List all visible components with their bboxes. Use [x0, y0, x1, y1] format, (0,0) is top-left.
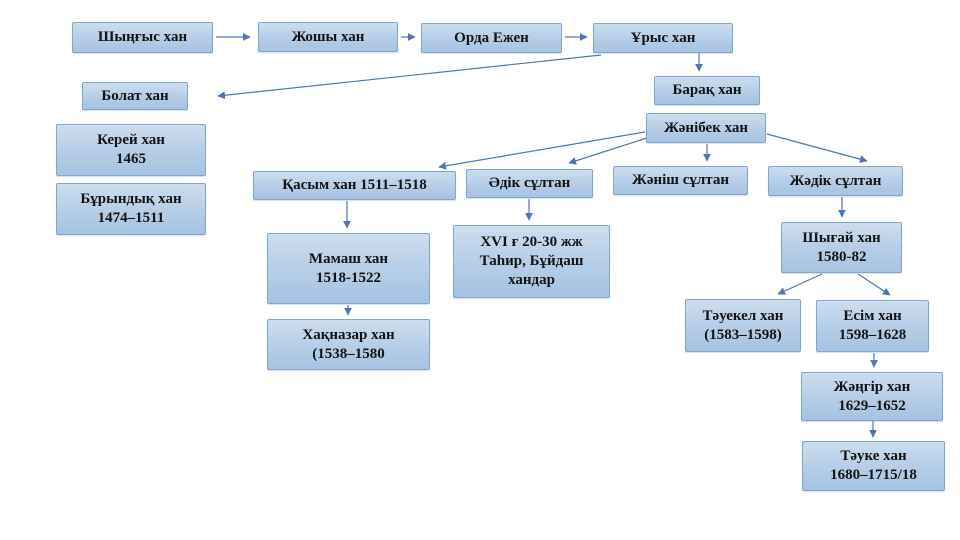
node-adik-sultan: Әдік сұлтан — [466, 169, 593, 198]
node-tahir-buidash: XVI ғ 20-30 жж Таһир, Бұйдаш хандар — [453, 225, 610, 298]
edge-zhanibek-kasym — [438, 131, 646, 170]
node-shyngys-khan: Шыңғыс хан — [72, 22, 213, 53]
node-khaknazar-khan: Хақназар хан (1538–1580 — [267, 319, 430, 370]
node-mamash-khan: Мамаш хан 1518-1522 — [267, 233, 430, 304]
node-zhangir-khan: Жәңгір хан 1629–1652 — [801, 372, 943, 421]
edge-urys-bolat — [217, 54, 602, 100]
node-barak-khan: Барақ хан — [654, 76, 760, 105]
node-tauekel-khan: Тәуекел хан (1583–1598) — [685, 299, 801, 352]
node-zhoshy-khan: Жошы хан — [258, 22, 398, 52]
edge-shygai-tauekel — [777, 273, 823, 295]
node-zhadik-sultan: Жәдік сұлтан — [768, 166, 903, 196]
node-kerey-khan: Керей хан 1465 — [56, 124, 206, 176]
node-tauke-khan: Тәуке хан 1680–1715/18 — [802, 441, 945, 491]
edge-shygai-esim — [857, 273, 891, 296]
node-esim-khan: Есім хан 1598–1628 — [816, 300, 929, 352]
node-bolat-khan: Болат хан — [82, 82, 188, 110]
node-buryndyk-khan: Бұрындық хан 1474–1511 — [56, 183, 206, 235]
node-zhanibek-khan: Жәнібек хан — [646, 113, 766, 143]
node-urys-khan: Ұрыс хан — [593, 23, 733, 53]
node-orda-ezhen: Орда Ежен — [421, 23, 562, 53]
edge-zhanibek-adik — [568, 137, 648, 165]
node-kasym-khan: Қасым хан 1511–1518 — [253, 171, 456, 200]
edge-zhanibek-zhadik — [766, 133, 868, 163]
node-shygai-khan: Шығай хан 1580-82 — [781, 222, 902, 273]
node-zhanish-sultan: Жәніш сұлтан — [613, 166, 748, 195]
